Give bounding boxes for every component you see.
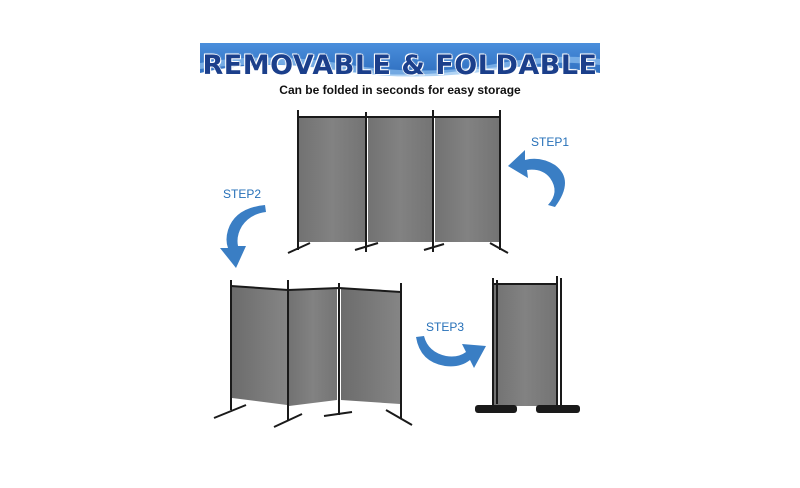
page-subtitle: Can be folded in seconds for easy storag… <box>279 83 521 97</box>
screen-fully-folded <box>475 276 580 413</box>
step2-arrow-icon <box>220 205 266 268</box>
step3-label: STEP3 <box>426 320 465 334</box>
step2-label: STEP2 <box>223 187 262 201</box>
page-title: REMOVABLE & FOLDABLE <box>202 50 598 81</box>
step1-arrow-icon <box>508 150 565 207</box>
header-banner <box>200 43 600 77</box>
step3-arrow-icon <box>416 336 486 368</box>
screen-flat <box>287 110 509 254</box>
step1-label: STEP1 <box>531 135 570 149</box>
screen-partially-folded <box>213 280 413 428</box>
